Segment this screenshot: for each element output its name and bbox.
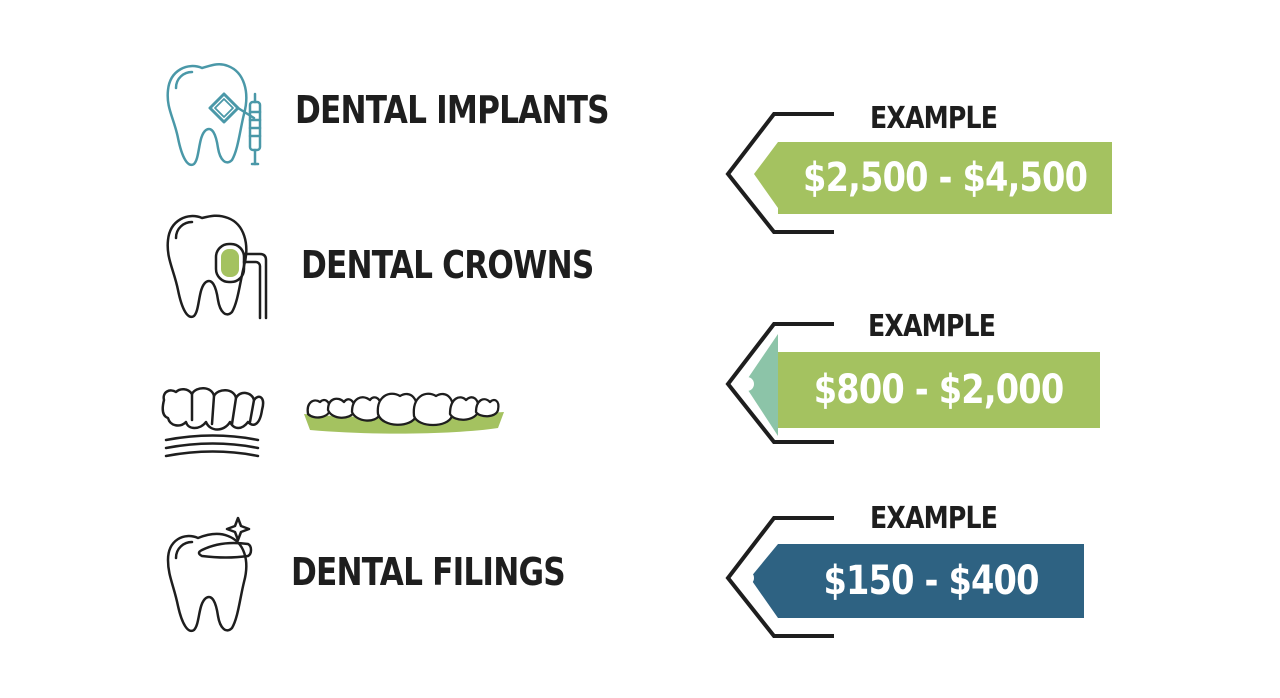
- price-value: $150 - $400: [823, 558, 1039, 604]
- price-label: EXAMPLE: [868, 309, 996, 344]
- service-name: DENTAL FILINGS: [291, 550, 566, 594]
- tag-hole: [740, 377, 754, 391]
- price-tag-dental-implants: $2,500 - $4,500 EXAMPLE: [722, 102, 1122, 238]
- price-tag-dental-filings: $150 - $400 EXAMPLE: [722, 502, 1122, 642]
- service-name: DENTAL IMPLANTS: [295, 88, 610, 132]
- price-label: EXAMPLE: [870, 101, 998, 136]
- tag-hole: [740, 571, 754, 585]
- tag-bracket: [725, 112, 834, 234]
- tag-notch-fill: [754, 142, 778, 208]
- service-name: DENTAL CROWNS: [301, 243, 594, 287]
- price-box: $2,500 - $4,500: [778, 142, 1112, 214]
- price-box: $800 - $2,000: [778, 352, 1100, 428]
- tag-bracket: [725, 516, 834, 638]
- dentures-icon: [161, 387, 504, 458]
- tag-notch-fill: [744, 334, 778, 436]
- price-value: $2,500 - $4,500: [802, 155, 1088, 201]
- tooth-filling-icon: [166, 516, 253, 633]
- tag-notch-fill: [750, 544, 778, 618]
- price-tag-dental-crowns: $800 - $2,000 EXAMPLE: [722, 310, 1122, 448]
- tooth-implant-icon: [166, 63, 262, 167]
- tooth-crown-icon: [166, 214, 268, 320]
- tag-hole: [740, 167, 754, 181]
- price-label: EXAMPLE: [870, 501, 998, 536]
- price-value: $800 - $2,000: [814, 367, 1064, 413]
- tag-bracket: [725, 322, 834, 444]
- price-box: $150 - $400: [778, 544, 1084, 618]
